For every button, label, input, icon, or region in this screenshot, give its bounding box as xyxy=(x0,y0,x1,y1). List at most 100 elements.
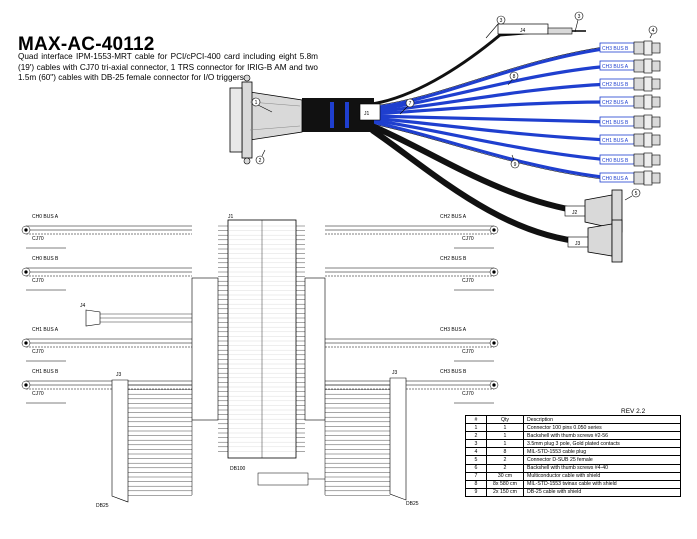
cj70-label-3: CJ70 xyxy=(32,349,44,355)
bom-cell-num: 8 xyxy=(465,479,487,489)
bom-cell-num: 6 xyxy=(465,463,487,473)
callout-3b: 3 xyxy=(578,14,581,20)
page-title: MAX-AC-40112 xyxy=(18,34,155,55)
bom-cell-desc: Connector D-SUB 25 female xyxy=(523,455,681,465)
j1-illus-label: J1 xyxy=(364,111,370,117)
callout-markers xyxy=(251,11,658,201)
cj70-label-4: CJ70 xyxy=(32,391,44,397)
cable-tag-label: CH2 BUS B xyxy=(602,82,629,88)
ch0b-label: CH0 BUS B xyxy=(32,256,59,262)
ch2b-label: CH2 BUS B xyxy=(440,256,467,262)
cj70-label-5: CJ70 xyxy=(462,236,474,242)
j3-illus-label: J3 xyxy=(575,241,581,247)
cable-tag-label: CH3 BUS A xyxy=(602,64,629,70)
ch3b-label: CH3 BUS B xyxy=(440,369,467,375)
ch1a-label: CH1 BUS A xyxy=(32,327,59,333)
cj70-label-2: CJ70 xyxy=(32,278,44,284)
j3-right-schematic-label: J3 xyxy=(392,370,398,376)
ch2a-label: CH2 BUS A xyxy=(440,214,467,220)
j3-left-schematic-label: J3 xyxy=(116,372,122,378)
cable-tag-label: CH0 BUS B xyxy=(602,158,629,164)
bom-cell-num: 3 xyxy=(465,439,487,449)
trs-schematic xyxy=(85,309,101,327)
bom-cell-desc: DB-25 cable with shield xyxy=(523,487,681,497)
bom-cell-num: 1 xyxy=(465,423,487,433)
ch1b-label: CH1 BUS B xyxy=(32,369,59,375)
cj70-label-7: CJ70 xyxy=(462,349,474,355)
j3-db25-connector: J3 xyxy=(567,219,623,263)
bom-cell-qty: 2 xyxy=(486,463,524,473)
j2-illus-label: J2 xyxy=(572,210,578,216)
cable-tag-label: CH0 BUS A xyxy=(602,176,629,182)
blue-cable-bundle xyxy=(371,46,611,180)
callout-5: 5 xyxy=(635,191,638,197)
bom-header-desc: Description xyxy=(523,414,681,425)
bom-cell-desc: MIL-STD-1553 twinax cable with shield xyxy=(523,479,681,489)
j4-schematic-label: J4 xyxy=(80,303,86,309)
db25-left-schematic xyxy=(111,379,129,503)
bom-cell-qty: 8 xyxy=(486,447,524,457)
bom-cell-qty: 8x 580 cm xyxy=(486,479,524,489)
callout-9: 9 xyxy=(514,162,517,168)
db25-right-label: DB25 xyxy=(406,501,419,507)
ch3a-label: CH3 BUS A xyxy=(440,327,467,333)
callout-1: 1 xyxy=(255,100,258,106)
callout-8: 8 xyxy=(513,74,516,80)
bom-cell-num: 9 xyxy=(465,487,487,497)
db25-right-schematic xyxy=(389,377,407,501)
callout-4: 4 xyxy=(652,28,655,34)
bom-cell-qty: 1 xyxy=(486,431,524,441)
bom-cell-desc: Backshell with thumb screws #4-40 xyxy=(523,463,681,473)
left-channel-wiring xyxy=(21,225,192,404)
bom-cell-num: 7 xyxy=(465,471,487,481)
cj70-label-8: CJ70 xyxy=(462,391,474,397)
j4-illus-label: J4 xyxy=(520,28,526,34)
bom-cell-qty: 30 cm xyxy=(486,471,524,481)
revision-label: REV 2.2 xyxy=(621,408,646,415)
j1-schematic-label: J1 xyxy=(228,214,234,220)
right-channel-wiring xyxy=(325,225,499,404)
db100-label: DB100 xyxy=(230,466,246,472)
cable-tag-label: CH1 BUS B xyxy=(602,120,629,126)
bom-cell-qty: 2x 150 cm xyxy=(486,487,524,497)
trs-plug xyxy=(547,27,573,35)
db25-left-label: DB25 xyxy=(96,503,109,509)
cable-tag-label: CH3 BUS B xyxy=(602,46,629,52)
cable-description: Quad interface IPM-1553-MRT cable for PC… xyxy=(18,52,318,82)
bom-cell-num: 2 xyxy=(465,431,487,441)
bom-cell-desc: 3.5mm plug 3 pole, Gold plated contacts xyxy=(523,439,681,449)
bom-header-qty: Qty xyxy=(486,414,524,425)
cable-tag-label: CH2 BUS A xyxy=(602,100,629,106)
cj70-label-1: CJ70 xyxy=(32,236,44,242)
bom-cell-qty: 1 xyxy=(486,423,524,433)
cj70-label-6: CJ70 xyxy=(462,278,474,284)
bom-cell-num: 5 xyxy=(465,455,487,465)
bom-cell-desc: MIL-STD-1553 cable plug xyxy=(523,447,681,457)
bom-header-num: # xyxy=(465,414,487,425)
cj70-plugs: CH3 BUS B CH3 BUS A CH2 BUS B CH2 BUS A CH1 … xyxy=(599,40,661,186)
ch0a-label: CH0 BUS A xyxy=(32,214,59,220)
cable-tag-label: CH1 BUS A xyxy=(602,138,629,144)
callout-3: 3 xyxy=(500,18,503,24)
bom-cell-qty: 2 xyxy=(486,455,524,465)
bom-header-row: # Qty Description xyxy=(465,414,681,425)
j1-connector xyxy=(241,81,253,159)
callout-2: 2 xyxy=(259,158,262,164)
bom-cell-desc: Multiconductor cable with shield xyxy=(523,471,681,481)
bom-cell-num: 4 xyxy=(465,447,487,457)
callout-7: 7 xyxy=(409,101,412,107)
bom-cell-desc: Backshell with thumb screws #2-56 xyxy=(523,431,681,441)
bom-cell-desc: Connector 100 pins 0.050 series xyxy=(523,423,681,433)
